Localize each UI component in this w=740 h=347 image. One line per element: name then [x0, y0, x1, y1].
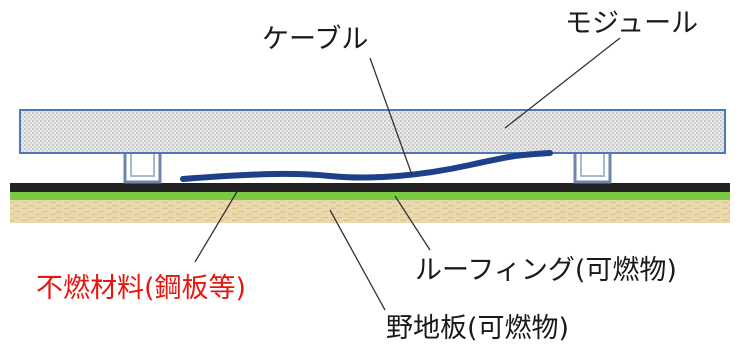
bracket-right [573, 153, 612, 184]
leader-roofing [394, 195, 431, 251]
leader-cable [369, 57, 413, 176]
roofing-label: ルーフィング(可燃物) [415, 255, 677, 286]
bracket-left [123, 153, 162, 184]
leader-module [504, 37, 621, 129]
cable-label: ケーブル [262, 24, 368, 55]
sheathing-label: 野地板(可燃物) [386, 313, 569, 344]
cable-line [180, 150, 553, 182]
steel-plate-layer [10, 183, 730, 192]
sheathing-layer [10, 199, 730, 223]
pv-module [19, 109, 726, 154]
module-label: モジュール [565, 8, 698, 39]
noncombustible-label: 不燃材料(鋼板等) [36, 273, 246, 304]
leader-noncombustible [194, 189, 239, 263]
roofing-layer [10, 192, 730, 200]
leader-sheathing [329, 209, 386, 311]
